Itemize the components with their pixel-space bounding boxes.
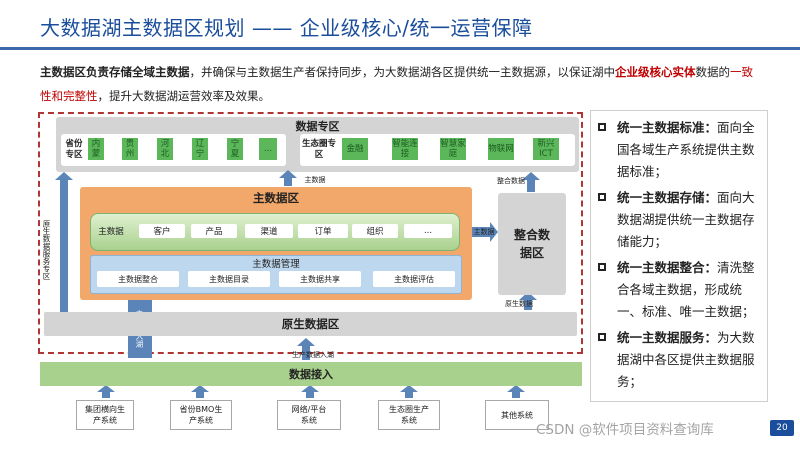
eco-item: 智能连接 [392,138,418,160]
checkbox-icon [598,123,606,131]
source-system: 集团横向生产系统 [76,400,134,430]
label-master-up: 主数据 [304,176,326,184]
province-item: 内蒙 [88,138,104,160]
source-system: 省份BMO生产系统 [170,400,232,430]
source-system: 网络/平台系统 [277,400,341,430]
master-mgmt-item: 主数据共享 [279,271,361,287]
province-item: 贵州 [122,138,138,160]
system-arrow [507,385,525,398]
checkbox-icon [598,263,606,271]
master-data-item: 产品 [191,224,237,238]
integration-zone: 整合数据区 [498,193,566,295]
master-data-item: 组织 [352,224,398,238]
master-data-item: 渠道 [245,224,293,238]
right-item-body: 面向大数据湖提供统一主数据存储能力； [617,190,755,249]
right-item: 统一主数据标准：面向全国各域生产系统提供主数据标准； [595,117,761,183]
master-data-label: 主数据 [98,227,124,237]
master-data-item: ... [404,224,452,238]
province-item: 宁夏 [227,138,243,160]
special-zone-title: 数据专区 [295,120,340,133]
label-native-right: 原生数据 [505,300,533,308]
master-mgmt-item: 主数据评估 [373,271,455,287]
page-number: 20 [770,420,794,436]
eco-item: 物联网 [488,138,514,160]
right-item-head: 统一主数据标准： [617,120,718,135]
intro-text-1: ，并确保与主数据生产者保持同步，为大数据湖各区提供统一主数据源，以保证湖中 [189,65,616,79]
system-arrow [301,385,319,398]
right-item-body: 面向全国各域生产系统提供主数据标准； [617,120,755,179]
right-item: 统一主数据存储：面向大数据湖提供统一主数据存储能力； [595,187,761,253]
label-production-into-lake: 生产数据入湖 [292,350,334,359]
master-mgmt-item: 主数据整合 [97,271,179,287]
right-item: 统一主数据整合：清洗整合各域主数据，形成统一、标准、唯一主数据； [595,257,761,323]
right-item: 统一主数据服务：为大数据湖中各区提供主数据服务； [595,327,761,393]
intro-text-2: 数据的 [695,65,731,79]
ingest-bar: 数据接入 [40,362,582,386]
right-item-head: 统一主数据服务： [617,330,718,345]
eco-item: 智慧家庭 [440,138,466,160]
system-arrow [191,385,209,398]
master-data-item: 客户 [139,224,185,238]
right-item-head: 统一主数据整合： [617,260,718,275]
province-zone-label: 省份专区 [65,139,83,160]
native-zone: 原生数据区 [44,312,577,336]
master-mgmt-item: 主数据目录 [188,271,270,287]
master-zone-title: 主数据区 [253,191,299,205]
system-arrow [97,385,115,398]
eco-item: 金融 [342,138,368,160]
province-item: 河北 [157,138,173,160]
watermark: CSDN @软件项目资料查询库 [536,422,714,438]
intro-highlight-2: 一致性和完整性 [40,65,753,103]
label-integrated: 整合数据 [497,177,525,185]
intro-lead: 主数据区负责存储全域主数据 [40,65,190,79]
intro-paragraph: 主数据区负责存储全域主数据，并确保与主数据生产者保持同步，为大数据湖各区提供统一… [40,60,760,108]
label-master-right: 主数据 [473,228,495,236]
source-system: 其他系统 [485,400,549,430]
master-mgmt-title: 主数据管理 [252,259,300,270]
source-system: 生态圈生产系统 [378,400,440,430]
eco-zone-label: 生态圈专区 [302,139,337,160]
right-item-head: 统一主数据存储： [617,190,718,205]
province-item: 辽宁 [192,138,208,160]
intro-text-3: ，提升大数据湖运营效率及效果。 [97,89,271,103]
eco-item: 新兴ICT [533,138,559,160]
checkbox-icon [598,333,606,341]
right-item-body: 为大数据湖中各区提供主数据服务； [617,330,755,389]
page-title: 大数据湖主数据区规划 —— 企业级核心/统一运营保障 [40,16,533,40]
right-item-body: 清洗整合各域主数据，形成统一、标准、唯一主数据； [617,260,755,319]
title-underline [0,47,800,50]
province-item: ... [259,138,277,160]
intro-highlight-1: 企业级核心实体 [615,65,696,79]
system-arrow [400,385,418,398]
right-panel: 统一主数据标准：面向全国各域生产系统提供主数据标准； 统一主数据存储：面向大数据… [590,110,768,402]
checkbox-icon [598,193,606,201]
master-data-item: 订单 [298,224,348,238]
label-native-service: 原生数据服务专区 [42,220,51,280]
